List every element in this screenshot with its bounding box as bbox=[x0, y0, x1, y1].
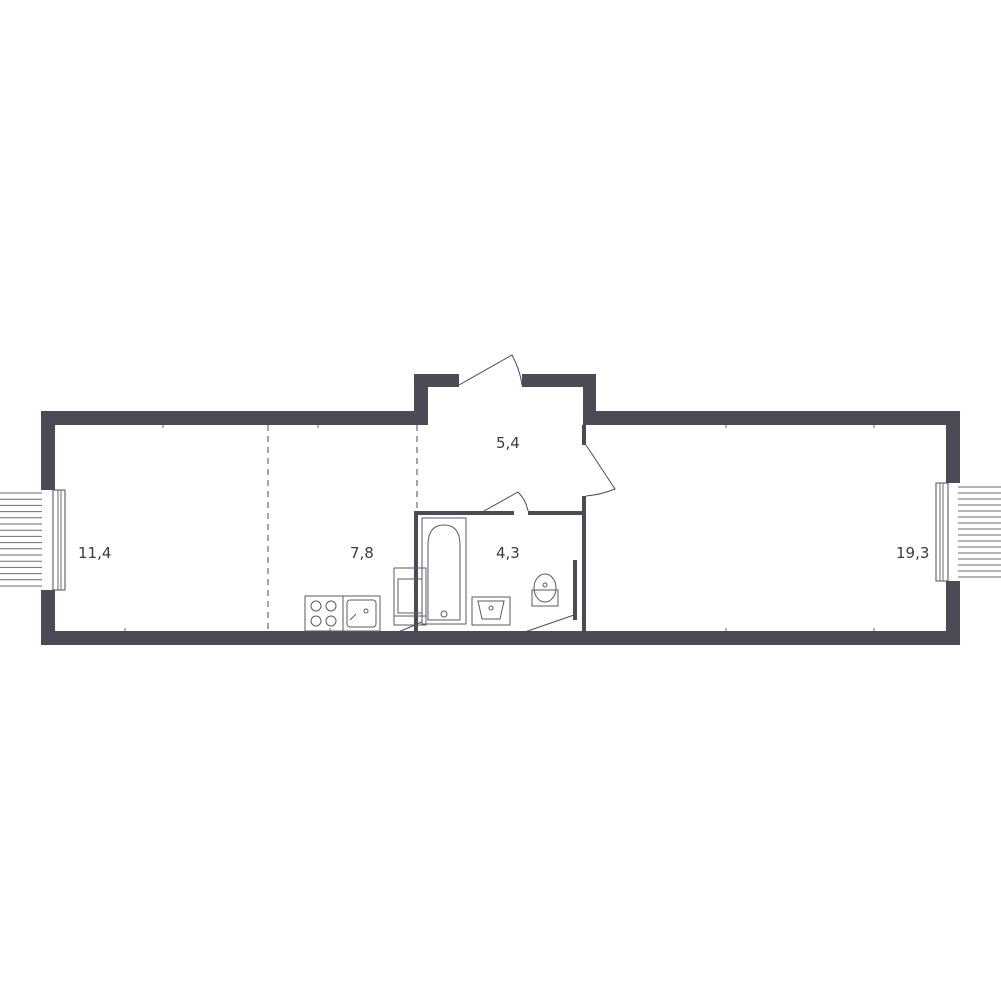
room-label-left: 11,4 bbox=[78, 544, 111, 562]
washbasin-icon bbox=[471, 596, 511, 626]
walls bbox=[41, 374, 960, 645]
toilet-icon bbox=[531, 573, 559, 607]
room-label-bath: 4,3 bbox=[496, 544, 520, 562]
window-left bbox=[0, 489, 66, 591]
room-label-right: 19,3 bbox=[896, 544, 929, 562]
window-right bbox=[935, 482, 1001, 582]
stove-icon bbox=[304, 595, 344, 632]
room-label-hall: 5,4 bbox=[496, 434, 520, 452]
doors bbox=[395, 354, 616, 634]
sink-icon bbox=[342, 595, 381, 632]
fridge-icon bbox=[393, 567, 427, 626]
wall-ticks bbox=[124, 425, 875, 631]
bathtub-icon bbox=[421, 517, 467, 625]
room-label-kitchen: 7,8 bbox=[350, 544, 374, 562]
